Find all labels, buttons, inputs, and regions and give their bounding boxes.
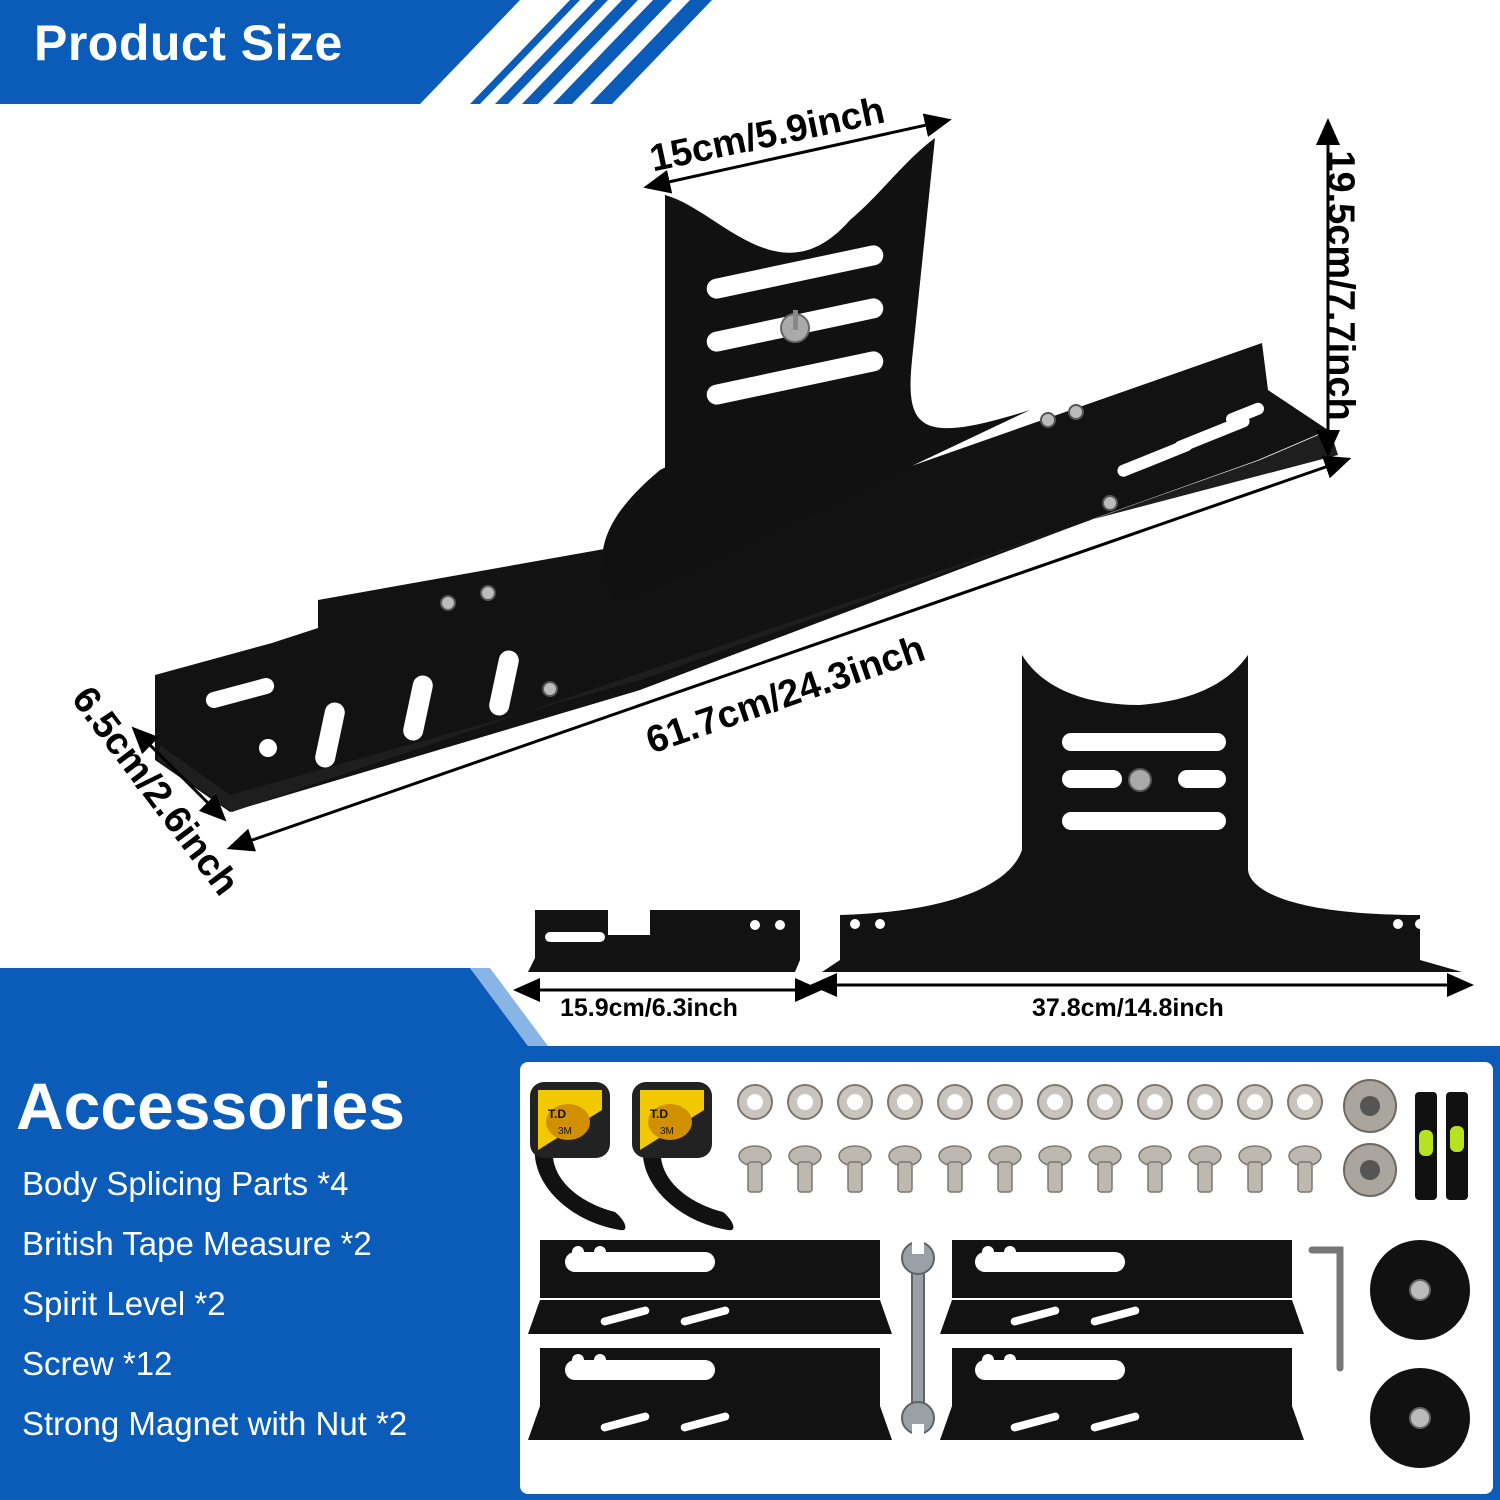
flange-nut-icon (1343, 1079, 1397, 1197)
accessories-title: Accessories (16, 1069, 405, 1143)
nut-icon (737, 1084, 1323, 1120)
svg-text:3M: 3M (660, 1126, 674, 1137)
list-item: Strong Magnet with Nut *2 (22, 1405, 408, 1442)
tape-measure-icon: T.D 3M (530, 1082, 626, 1231)
svg-text:T.D: T.D (650, 1107, 668, 1121)
list-item: Body Splicing Parts *4 (22, 1165, 349, 1202)
screw-icon (738, 1145, 1322, 1193)
dimension-short-part: 15.9cm/6.3inch (560, 994, 738, 1022)
list-item: Screw *12 (22, 1345, 173, 1382)
wrench-icon (901, 1241, 935, 1435)
allen-key-icon (1308, 1246, 1344, 1372)
svg-text:T.D: T.D (548, 1107, 566, 1121)
page-title: Product Size (34, 15, 343, 71)
spirit-level-icon (1415, 1092, 1468, 1200)
magnet-icon (1370, 1240, 1470, 1468)
tape-measure-icon: T.D 3M (632, 1082, 734, 1231)
dimension-long-part: 37.8cm/14.8inch (1032, 994, 1224, 1022)
list-item: British Tape Measure *2 (22, 1225, 372, 1262)
svg-text:3M: 3M (558, 1126, 572, 1137)
accessories-list: Body Splicing Parts *4 British Tape Meas… (22, 1158, 407, 1458)
list-item: Spirit Level *2 (22, 1285, 226, 1322)
